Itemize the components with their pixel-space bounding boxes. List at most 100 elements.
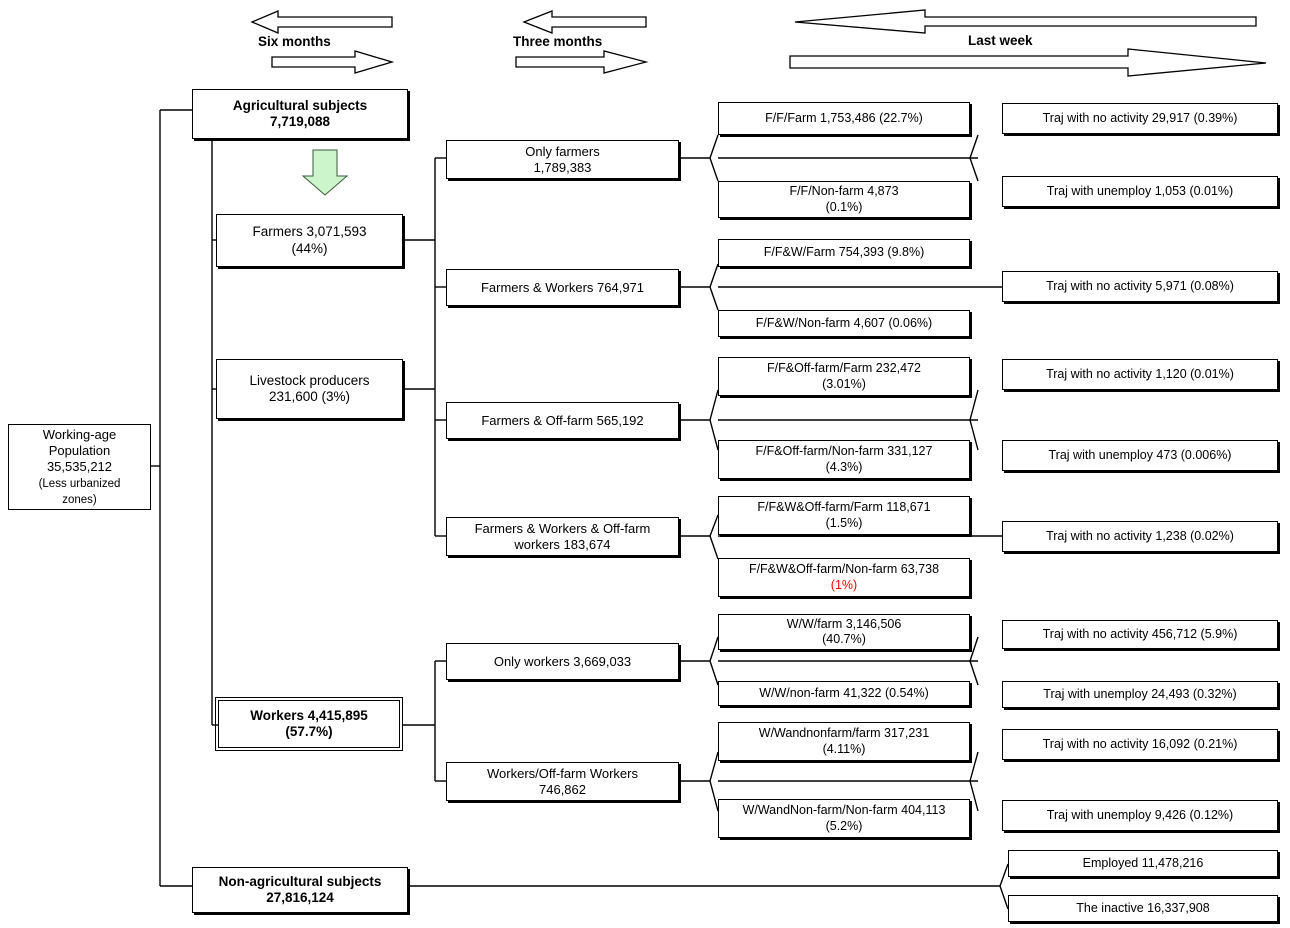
working-age-line4: (Less urbanized (38, 477, 121, 490)
node-traj-no-activity-1238[interactable]: Traj with no activity 1,238 (0.02%) (1002, 521, 1278, 552)
livestock-line1: Livestock producers (249, 372, 370, 388)
fork-traj-1 (969, 134, 979, 182)
traj1-text: Traj with no activity 29,917 (0.39%) (1042, 110, 1238, 125)
node-workers[interactable]: Workers 4,415,895 (57.7%) (215, 697, 403, 751)
wwn-nonfarm-line1: W/WandNon-farm/Non-farm 404,113 (742, 803, 946, 818)
node-livestock-producers[interactable]: Livestock producers 231,600 (3%) (216, 359, 403, 419)
nonagri-line2: 27,816,124 (266, 890, 334, 905)
working-age-line3: 35,535,212 (46, 458, 113, 474)
fork-traj-3 (969, 389, 979, 451)
ffo-farm-line1: F/F&Off-farm/Farm 232,472 (767, 361, 921, 376)
traj3-text: Traj with no activity 5,971 (0.08%) (1046, 278, 1234, 293)
ffwo-nonfarm-line2: (1%) (830, 577, 858, 592)
employed-text: Employed 11,478,216 (1082, 855, 1204, 870)
ff-farm-text: F/F/Farm 1,753,486 (22.7%) (765, 110, 923, 125)
node-ffo-nonfarm[interactable]: F/F&Off-farm/Non-farm 331,127 (4.3%) (718, 440, 970, 479)
fwo-line1: Farmers & Workers & Off-farm (474, 520, 651, 536)
ffw-nonfarm-text: F/F&W/Non-farm 4,607 (0.06%) (755, 315, 933, 330)
ffwo-farm-line1: F/F&W&Off-farm/Farm 118,671 (757, 500, 931, 515)
traj4-text: Traj with no activity 1,120 (0.01%) (1046, 366, 1234, 381)
ffo-nonfarm-line1: F/F&Off-farm/Non-farm 331,127 (755, 444, 933, 459)
ww-farm-line2: (40.7%) (822, 632, 866, 646)
only-farmers-line2: 1,789,383 (533, 159, 592, 175)
fork-traj-5 (969, 636, 979, 686)
node-farmers-and-offfarm[interactable]: Farmers & Off-farm 565,192 (446, 402, 679, 439)
traj9-text: Traj with no activity 16,092 (0.21%) (1042, 736, 1238, 751)
node-traj-no-activity-29917[interactable]: Traj with no activity 29,917 (0.39%) (1002, 103, 1278, 134)
workers-line1: Workers 4,415,895 (250, 707, 368, 723)
working-age-line2: Population (48, 443, 111, 459)
workers-offfarm-line1: Workers/Off-farm Workers (487, 765, 638, 781)
fork-only-farmers (679, 134, 719, 182)
wwn-nonfarm-line2: (5.2%) (825, 818, 863, 833)
node-ww-farm[interactable]: W/W/farm 3,146,506 (40.7%) (718, 614, 970, 650)
node-farmers[interactable]: Farmers 3,071,593 (44%) (216, 214, 403, 267)
node-ff-farm[interactable]: F/F/Farm 1,753,486 (22.7%) (718, 102, 970, 135)
ffo-farm-line2: (3.01%) (822, 376, 866, 391)
three-months-left-arrow (522, 10, 647, 34)
node-only-farmers[interactable]: Only farmers 1,789,383 (446, 140, 679, 179)
ff-nonfarm-line1: F/F/Non-farm 4,873 (789, 184, 899, 199)
six-months-right-arrow (271, 50, 395, 74)
node-farmers-workers-offfarm[interactable]: Farmers & Workers & Off-farm workers 183… (446, 517, 679, 556)
node-employed[interactable]: Employed 11,478,216 (1008, 850, 1278, 877)
timeframe-label-six-months: Six months (258, 34, 331, 49)
livestock-line2: 231,600 (3%) (268, 389, 351, 404)
node-farmers-and-workers[interactable]: Farmers & Workers 764,971 (446, 269, 679, 306)
node-wwn-nonfarm[interactable]: W/WandNon-farm/Non-farm 404,113 (5.2%) (718, 799, 970, 838)
workers-line2: (57.7%) (285, 724, 333, 739)
wire-nonagri-right (408, 863, 1009, 910)
node-ffw-farm[interactable]: F/F&W/Farm 754,393 (9.8%) (718, 239, 970, 267)
workers-offfarm-line2: 746,862 (539, 781, 586, 797)
six-months-left-arrow (250, 10, 393, 34)
working-age-line5: zones) (62, 493, 97, 506)
node-non-agricultural-subjects[interactable]: Non-agricultural subjects 27,816,124 (192, 867, 408, 913)
node-ffwo-nonfarm[interactable]: F/F&W&Off-farm/Non-farm 63,738 (1%) (718, 558, 970, 597)
node-ww-nonfarm[interactable]: W/W/non-farm 41,322 (0.54%) (718, 681, 970, 706)
wwn-farm-line2: (4.11%) (822, 741, 866, 756)
only-farmers-line1: Only farmers (525, 143, 600, 159)
farmers-line2: (44%) (291, 240, 328, 256)
node-workers-offfarm-workers[interactable]: Workers/Off-farm Workers 746,862 (446, 762, 679, 801)
ffwo-farm-line2: (1.5%) (825, 515, 863, 530)
node-traj-no-activity-5971[interactable]: Traj with no activity 5,971 (0.08%) (1002, 271, 1278, 302)
nonagri-line1: Non-agricultural subjects (218, 873, 382, 889)
node-ffw-nonfarm[interactable]: F/F&W/Non-farm 4,607 (0.06%) (718, 310, 970, 337)
node-agricultural-subjects[interactable]: Agricultural subjects 7,719,088 (192, 89, 408, 139)
timeframe-label-last-week: Last week (968, 33, 1033, 48)
node-ffwo-farm[interactable]: F/F&W&Off-farm/Farm 118,671 (1.5%) (718, 496, 970, 535)
three-months-right-arrow (515, 50, 649, 74)
node-traj-unemploy-1053[interactable]: Traj with unemploy 1,053 (0.01%) (1002, 176, 1278, 207)
node-traj-unemploy-473[interactable]: Traj with unemploy 473 (0.006%) (1002, 440, 1278, 471)
node-inactive[interactable]: The inactive 16,337,908 (1008, 895, 1278, 922)
agricultural-line1: Agricultural subjects (232, 97, 368, 113)
ffw-farm-text: F/F&W/Farm 754,393 (9.8%) (763, 245, 925, 260)
fwo-line2: workers 183,674 (514, 536, 611, 552)
ff-nonfarm-line2: (0.1%) (825, 199, 863, 214)
traj2-text: Traj with unemploy 1,053 (0.01%) (1046, 183, 1234, 198)
node-only-workers[interactable]: Only workers 3,669,033 (446, 643, 679, 680)
ww-nonfarm-text: W/W/non-farm 41,322 (0.54%) (759, 685, 929, 700)
node-traj-unemploy-9426[interactable]: Traj with unemploy 9,426 (0.12%) (1002, 800, 1278, 831)
farmers-offfarm-text: Farmers & Off-farm 565,192 (481, 412, 644, 428)
last-week-right-arrow (789, 48, 1267, 77)
node-working-age-population[interactable]: Working-age Population 35,535,212 (Less … (8, 424, 151, 510)
node-traj-no-activity-1120[interactable]: Traj with no activity 1,120 (0.01%) (1002, 359, 1278, 390)
node-traj-no-activity-16092[interactable]: Traj with no activity 16,092 (0.21%) (1002, 729, 1278, 760)
node-wwn-farm[interactable]: W/Wandnonfarm/farm 317,231 (4.11%) (718, 722, 970, 761)
node-ffo-farm[interactable]: F/F&Off-farm/Farm 232,472 (3.01%) (718, 357, 970, 396)
fork-farmers-offfarm (679, 389, 719, 451)
fork-farmers-workers (679, 263, 719, 311)
fork-workers-offfarm (679, 751, 719, 812)
node-ff-nonfarm[interactable]: F/F/Non-farm 4,873 (0.1%) (718, 181, 970, 218)
fork-fwo (679, 514, 719, 560)
timeframe-label-three-months: Three months (513, 34, 603, 49)
inactive-text: The inactive 16,337,908 (1076, 900, 1210, 915)
node-traj-no-activity-456712[interactable]: Traj with no activity 456,712 (5.9%) (1002, 620, 1278, 649)
traj7-text: Traj with no activity 456,712 (5.9%) (1042, 626, 1238, 641)
fork-only-workers (679, 636, 719, 686)
node-traj-unemploy-24493[interactable]: Traj with unemploy 24,493 (0.32%) (1002, 681, 1278, 708)
ffo-nonfarm-line2: (4.3%) (825, 459, 863, 474)
ww-farm-line1: W/W/farm 3,146,506 (786, 616, 902, 631)
